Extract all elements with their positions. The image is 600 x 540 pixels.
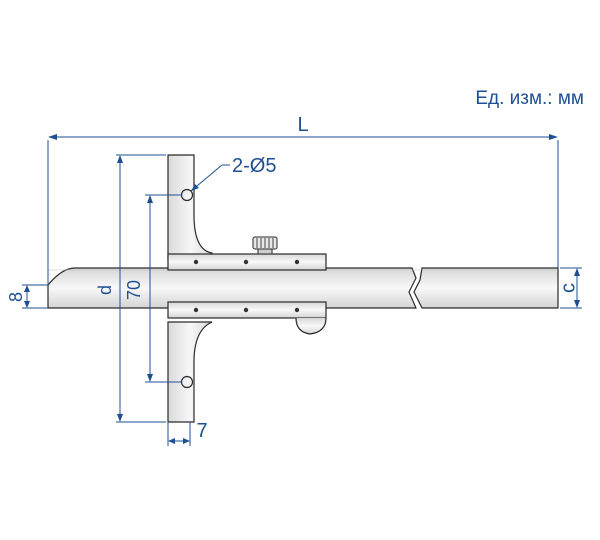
dimension-8: 8 (6, 284, 48, 309)
gauge-base (167, 154, 327, 423)
dimension-d: d (95, 154, 166, 423)
dimension-c-label: c (557, 283, 579, 293)
dimension-d-label: d (95, 285, 115, 295)
dimension-holes-label: 2-Ø5 (232, 155, 276, 177)
dimension-c: c (557, 267, 582, 309)
dimension-holes: 2-Ø5 (190, 155, 276, 192)
dimension-8-label: 8 (6, 292, 26, 302)
dimension-70: 70 (124, 194, 182, 383)
dimension-L: L (47, 114, 559, 285)
dimension-7-label: 7 (196, 420, 207, 442)
dimension-70-label: 70 (124, 280, 144, 300)
units-label: Ед. изм.: мм (475, 88, 584, 109)
dimension-L-label: L (297, 114, 308, 136)
ruler-beam (47, 267, 559, 309)
locking-screw-icon (252, 236, 278, 255)
dimension-7: 7 (167, 420, 208, 446)
